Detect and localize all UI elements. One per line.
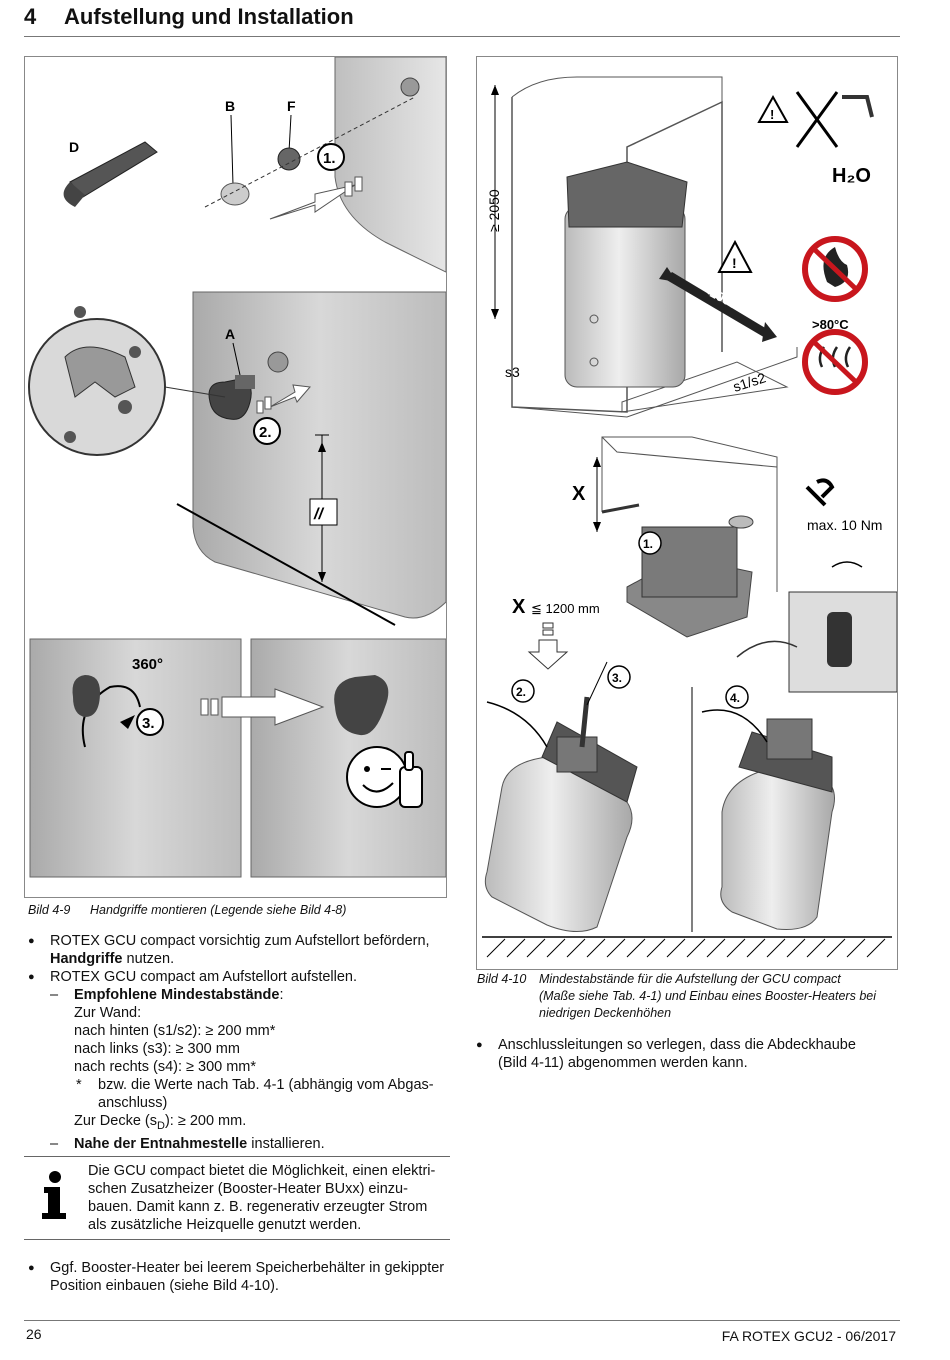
label-a: A: [225, 326, 235, 342]
info-note-line-3: bauen. Damit kann z. B. regenerativ erze…: [88, 1199, 428, 1215]
figure-4-9-caption-text: Handgriffe montieren (Legende siehe Bild…: [90, 903, 347, 917]
figure-4-10-caption: Bild 4-10 Mindestabstände für die Aufstel…: [477, 971, 907, 1022]
s3-label: s3: [505, 364, 520, 380]
figure-4-10-caption-line-2: (Maße siehe Tab. 4-1) und Einbau eines B…: [539, 989, 876, 1003]
distance-left: nach links (s3): ≥ 300 mm: [74, 1041, 240, 1057]
svg-text:!: !: [770, 107, 774, 122]
label-d: D: [69, 139, 79, 155]
step-3-fig9: 3.: [142, 715, 155, 732]
dash-min-distances-bold: Empfohlene Mindestabstände: [74, 987, 280, 1003]
footnote-star-symbol: *: [76, 1077, 82, 1093]
step-2-fig10: 2.: [516, 685, 526, 699]
x-max-label: X: [512, 596, 526, 618]
footnote-star-line-1: bzw. die Werte nach Tab. 4-1 (abhängig v…: [98, 1077, 434, 1093]
info-note-text: Die GCU compact bietet die Möglichkeit, …: [88, 1162, 448, 1234]
figure-4-9-caption: Bild 4-9 Handgriffe montieren (Legende si…: [28, 902, 448, 919]
header-rule: [24, 36, 900, 37]
gcu-unit-upper: [564, 206, 686, 388]
left-text-block: ROTEX GCU compact vorsichtig zum Aufstel…: [28, 932, 453, 1153]
distance-ceiling: Zur Decke (sD): ≥ 200 mm.: [28, 1112, 453, 1135]
figure-4-10-illustration: ≥ 2050 s3 s1/s2 <1000 mm ! ! H₂O >80°C X: [482, 76, 897, 958]
parallel-mark: //: [313, 506, 324, 523]
right-text-block: Anschlussleitungen so verlegen, dass die…: [476, 1036, 901, 1072]
distance-ceiling-sub: D: [157, 1119, 165, 1132]
label-f: F: [287, 98, 296, 114]
footnote-star: * bzw. die Werte nach Tab. 4-1 (abhängig …: [28, 1076, 453, 1112]
dash-near-outlet-end: installieren.: [247, 1135, 325, 1152]
step-1-fig10: 1.: [643, 537, 653, 551]
bullet-transport: ROTEX GCU compact vorsichtig zum Aufstel…: [28, 932, 453, 968]
info-note: Die GCU compact bietet die Möglichkeit, …: [24, 1156, 450, 1240]
temp-label: >80°C: [812, 317, 849, 332]
info-note-line-4: als zusätzliche Heizquelle genutzt werde…: [88, 1217, 362, 1233]
bullet-cables-line-2: (Bild 4-11) abgenommen werden kann.: [498, 1055, 748, 1071]
step-2-fig9: 2.: [259, 424, 272, 441]
info-note-line-1: Die GCU compact bietet die Möglichkeit, …: [88, 1163, 436, 1179]
figure-4-10-caption-line-1: Mindestabstände für die Aufstellung der …: [539, 972, 841, 986]
footnote-star-line-2: anschluss): [98, 1095, 168, 1111]
distance-ceiling-post: ): ≥ 200 mm.: [164, 1113, 247, 1129]
figure-4-10: ≥ 2050 s3 s1/s2 <1000 mm ! ! H₂O >80°C X: [476, 56, 898, 970]
dash-min-distances-end: :: [279, 987, 284, 1003]
page-number: 26: [26, 1326, 42, 1342]
bullet-setup: ROTEX GCU compact am Aufstellort aufstel…: [28, 968, 453, 986]
info-note-line-2: schen Zusatzheizer (Booster-Heater BUxx)…: [88, 1181, 408, 1197]
thumbs-up-icon: [399, 766, 423, 808]
wrench-icon: [805, 478, 835, 507]
smiley-icon: [346, 746, 408, 808]
wall-label: Zur Wand:: [74, 1005, 142, 1021]
figure-4-9-illustration: D B F 1. A 2. //: [28, 57, 446, 878]
bullet-transport-bold: Handgriffe: [50, 951, 123, 967]
bullet-transport-end: nutzen.: [122, 951, 175, 967]
x-max-value: ≦ 1200 mm: [531, 601, 600, 616]
chapter-title: Aufstellung und Installation: [64, 4, 354, 29]
bullet-cables-line-1: Anschlussleitungen so verlegen, dass die…: [498, 1037, 856, 1053]
bullet-cables: Anschlussleitungen so verlegen, dass die…: [476, 1036, 901, 1072]
bullet-booster-line-2: Position einbauen (siehe Bild 4-10).: [50, 1278, 279, 1294]
figure-4-10-caption-label: Bild 4-10: [477, 972, 527, 986]
bullet-booster-text: Ggf. Booster-Heater bei leerem Speicherb…: [28, 1259, 453, 1295]
dash-min-distances: Empfohlene Mindestabstände:: [28, 986, 453, 1004]
d-tool-icon: [63, 141, 158, 207]
distance-right: nach rechts (s4): ≥ 300 mm*: [74, 1059, 257, 1075]
figure-4-10-caption-line-3: niedrigen Deckenhöhen: [539, 1006, 672, 1020]
zoom-detail: [28, 318, 166, 456]
figure-4-9-caption-label: Bild 4-9: [28, 903, 71, 917]
bullet-transport-text: ROTEX GCU compact vorsichtig zum Aufstel…: [50, 933, 430, 949]
step-4-fig10: 4.: [730, 691, 740, 705]
bullet-booster-line-1: Ggf. Booster-Heater bei leerem Speicherb…: [50, 1260, 445, 1276]
h2o-label: H₂O: [832, 165, 871, 187]
warning-icon: [757, 94, 789, 123]
info-icon: [42, 1171, 66, 1219]
distance-ceiling-pre: Zur Decke (s: [74, 1113, 157, 1129]
figure-4-9: D B F 1. A 2. //: [24, 56, 447, 898]
rotation-label: 360°: [132, 656, 163, 673]
label-b: B: [225, 98, 235, 114]
dash-near-outlet: Nahe der Entnahmestelle installieren.: [28, 1135, 453, 1153]
bullet-booster: Ggf. Booster-Heater bei leerem Speicherb…: [28, 1259, 453, 1295]
footer-rule: [24, 1320, 900, 1321]
torque-label: max. 10 Nm: [807, 517, 882, 533]
no-water-icon: [795, 91, 839, 148]
chapter-heading: 4 Aufstellung und Installation: [24, 4, 354, 30]
distance-back: nach hinten (s1/s2): ≥ 200 mm*: [74, 1023, 276, 1039]
svg-text:!: !: [732, 255, 737, 271]
warning-icon-2: [717, 239, 753, 273]
step-1-fig9: 1.: [323, 150, 336, 167]
doc-reference: FA ROTEX GCU2 - 06/2017: [721, 1328, 896, 1344]
dash-near-outlet-bold: Nahe der Entnahmestelle: [74, 1135, 248, 1152]
chapter-number: 4: [24, 4, 37, 29]
step-3-fig10: 3.: [612, 671, 622, 685]
height-label: ≥ 2050: [486, 189, 502, 232]
x-label: X: [572, 483, 586, 505]
